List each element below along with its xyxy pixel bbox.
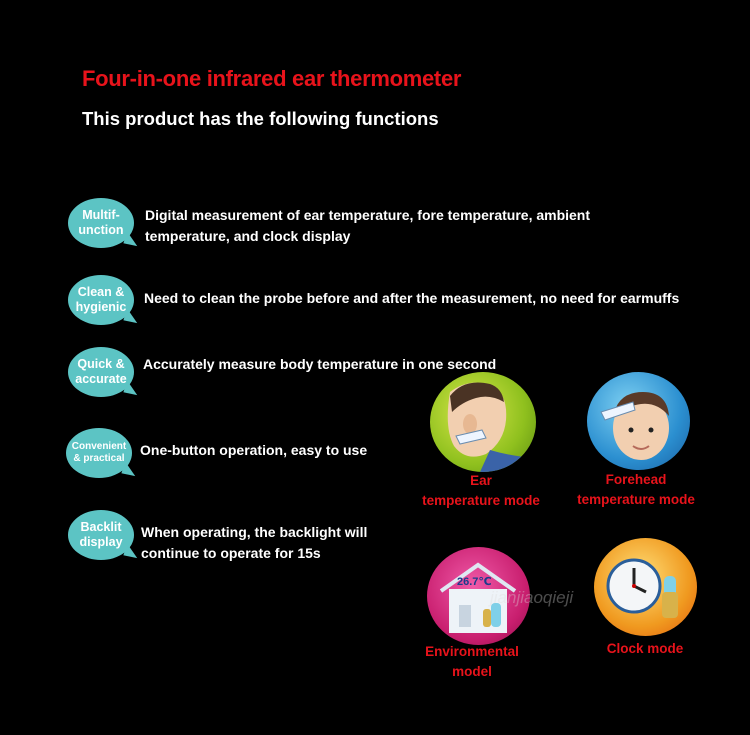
feature-desc-line: continue to operate for 15s	[141, 545, 321, 561]
feature-tag-line: Clean &	[77, 285, 125, 299]
feature-desc-line: When operating, the backlight will	[141, 524, 368, 540]
feature-desc-line: Need to clean the probe before and after…	[144, 290, 680, 306]
feature-desc-clean-hygienic: Need to clean the probe before and after…	[144, 288, 679, 309]
feature-tag-quick-accurate: Quick & accurate	[68, 347, 134, 397]
feature-tag-convenient-practical: Convenient & practical	[66, 428, 132, 478]
feature-tag-line: Backlit	[80, 520, 122, 534]
ear-mode-label: Ear temperature mode	[415, 471, 547, 511]
environmental-mode-label: Environmental model	[412, 642, 532, 682]
child-ear-illustration-icon	[447, 382, 534, 472]
mode-label-line: Ear	[470, 473, 492, 488]
clock-mode-label: Clock mode	[590, 639, 700, 659]
feature-desc-line: temperature, and clock display	[145, 228, 351, 244]
clock-mode-image	[594, 538, 697, 636]
feature-tag-line: Multif-	[82, 208, 120, 222]
feature-tag-line: display	[79, 535, 123, 549]
feature-tag-line: accurate	[75, 372, 127, 386]
ambient-temperature-reading: 26.7℃	[457, 576, 492, 588]
mode-label-line: temperature mode	[422, 493, 540, 508]
mode-label-line: Clock mode	[606, 641, 684, 656]
feature-tag-line: & practical	[73, 453, 125, 464]
feature-desc-backlit-display: When operating, the backlight will conti…	[141, 522, 367, 564]
feature-tag-line: hygienic	[75, 300, 127, 314]
feature-desc-multifunction: Digital measurement of ear temperature, …	[145, 205, 590, 247]
feature-tag-clean-hygienic: Clean & hygienic	[68, 275, 134, 325]
forehead-mode-image	[587, 372, 690, 470]
feature-tag-line: unction	[78, 223, 124, 237]
watermark: jianjiaoqieji	[490, 588, 574, 607]
mode-label-line: temperature mode	[577, 492, 695, 507]
feature-desc-line: One-button operation, easy to use	[140, 442, 368, 458]
clock-thermometer-icon	[606, 558, 678, 618]
feature-tag-multifunction: Multif- unction	[68, 198, 134, 248]
feature-tag-line: Convenient	[71, 441, 127, 452]
feature-desc-convenient-practical: One-button operation, easy to use	[140, 440, 367, 461]
mode-label-line: model	[452, 664, 492, 679]
feature-tag-backlit-display: Backlit display	[68, 510, 134, 560]
page-subtitle: This product has the following functions	[82, 108, 439, 129]
child-forehead-illustration-icon	[600, 392, 669, 460]
forehead-mode-label: Forehead temperature mode	[570, 470, 702, 510]
feature-desc-line: Accurately measure body temperature in o…	[143, 356, 497, 372]
mode-label-line: Forehead	[605, 472, 667, 487]
feature-tag-line: Quick &	[77, 357, 125, 371]
feature-desc-line: Digital measurement of ear temperature, …	[145, 207, 591, 223]
feature-desc-quick-accurate: Accurately measure body temperature in o…	[143, 354, 496, 375]
page-title: Four-in-one infrared ear thermometer	[82, 66, 462, 91]
house-thermometer-icon	[439, 562, 517, 633]
environmental-mode-image: 26.7℃	[427, 547, 530, 645]
ear-mode-image	[430, 372, 536, 472]
mode-label-line: Environmental	[425, 644, 519, 659]
